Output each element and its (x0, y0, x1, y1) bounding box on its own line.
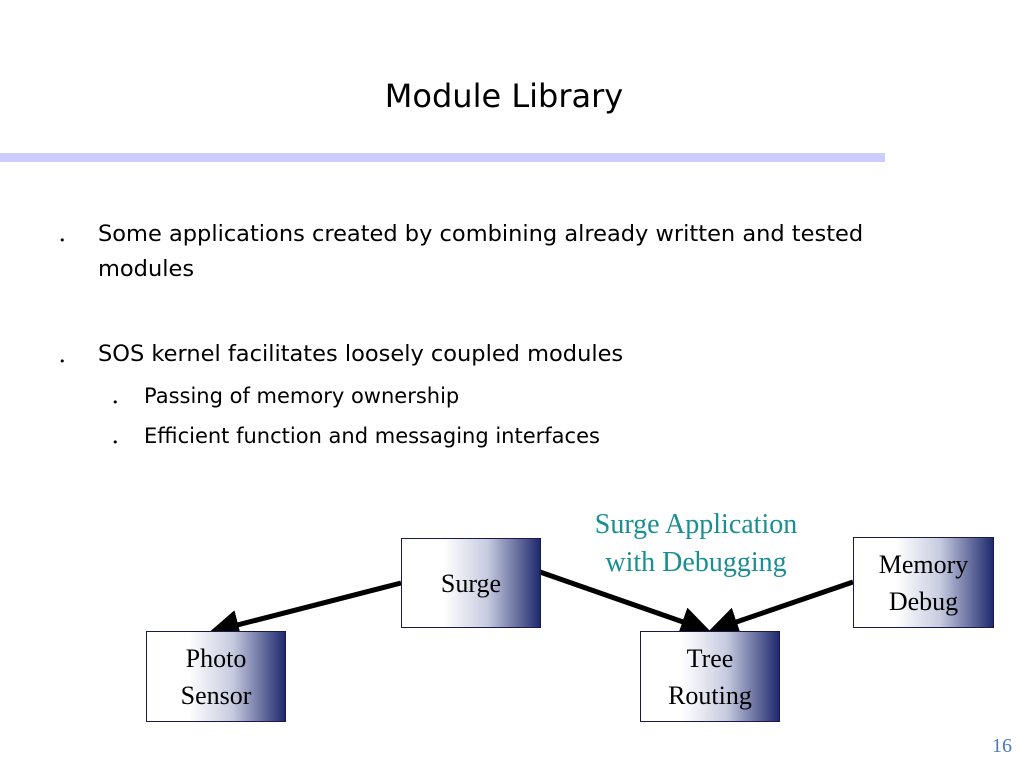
page-number: 16 (992, 735, 1012, 757)
module-memory-debug: Memory Debug (853, 537, 994, 628)
title-underline (0, 153, 885, 162)
module-surge: Surge (401, 538, 541, 628)
arrow-surge-to-tree-routing (539, 569, 711, 636)
diagram-caption: Surge Application with Debugging (594, 509, 798, 578)
bullet-item-1: Some applications created by combining a… (98, 221, 864, 282)
sub-bullet-marker: • (112, 396, 119, 409)
module-memory-debug-label: Memory Debug (878, 549, 969, 616)
bullet-item-2: SOS kernel facilitates loosely coupled m… (98, 341, 624, 367)
module-surge-label: Surge (440, 568, 502, 598)
bullet-marker: • (59, 234, 66, 247)
sub-bullet-marker: • (112, 436, 119, 449)
bullet-marker: • (59, 355, 66, 368)
module-photo-sensor-label: Photo Sensor (180, 643, 252, 710)
arrow-memory-debug-to-tree-routing (708, 579, 854, 637)
sub-bullet-item-1: Passing of memory ownership (144, 384, 460, 408)
module-photo-sensor: Photo Sensor (146, 631, 286, 722)
slide-title: Module Library (384, 77, 624, 115)
module-tree-routing: Tree Routing (640, 631, 780, 722)
arrow-surge-to-photo-sensor (209, 580, 402, 640)
sub-bullet-item-2: Efficient function and messaging interfa… (144, 424, 600, 448)
module-tree-routing-label: Tree Routing (668, 643, 752, 710)
